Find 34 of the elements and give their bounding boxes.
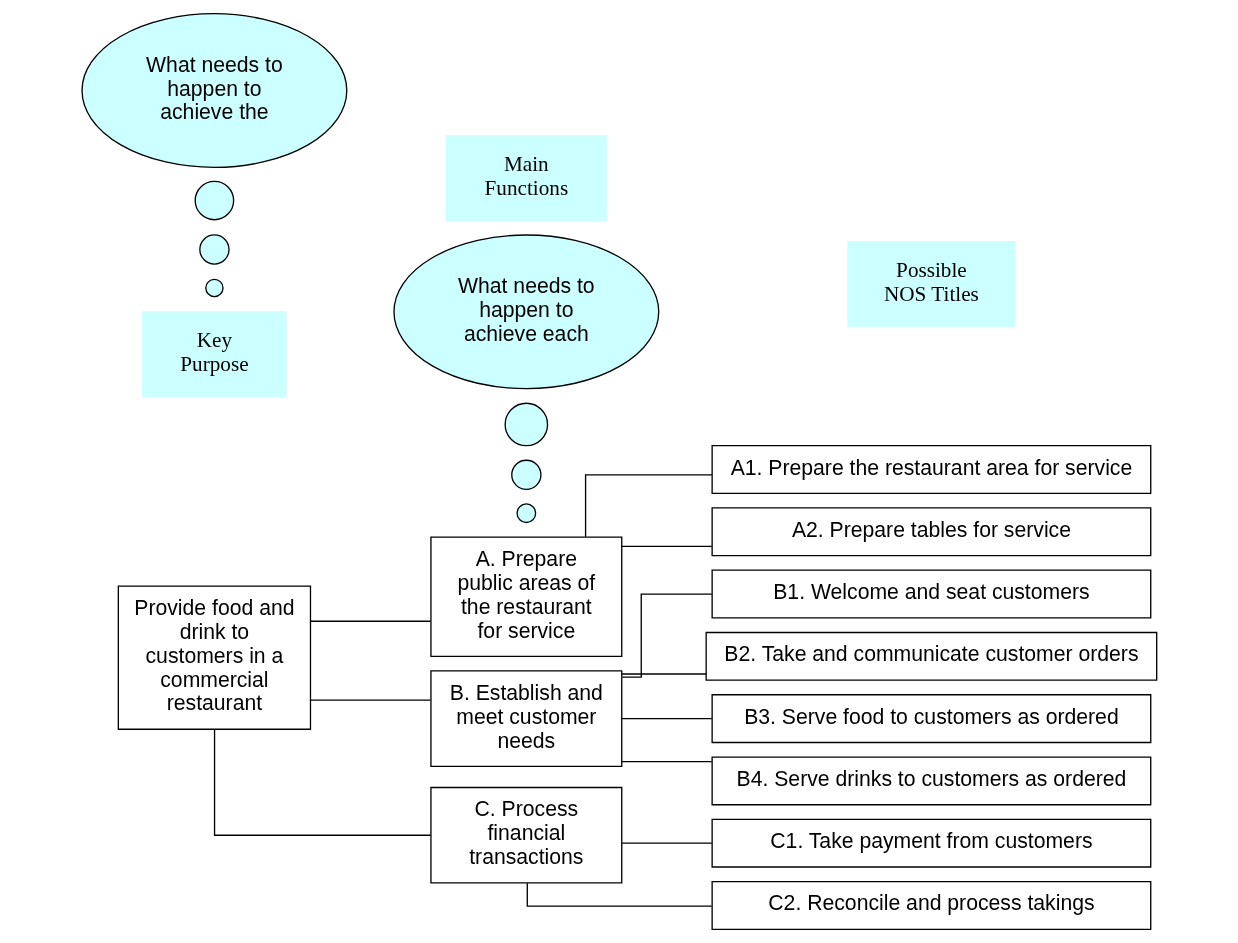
node-box: A2. Prepare tables for service bbox=[710, 507, 1151, 557]
node-box: Possible NOS Titles bbox=[846, 240, 1016, 328]
connector bbox=[620, 673, 707, 675]
node-box: B2. Take and communicate customer orders bbox=[705, 631, 1157, 681]
node-box: C2. Reconcile and process takings bbox=[710, 880, 1151, 930]
node-box: Main Functions bbox=[445, 134, 607, 222]
connector bbox=[621, 593, 712, 678]
connector bbox=[526, 882, 712, 907]
connector bbox=[213, 728, 431, 836]
node-ellipse: What needs to happen to achieve the bbox=[80, 13, 347, 168]
connector bbox=[309, 699, 431, 701]
node-circle bbox=[204, 278, 224, 298]
node-box: C. Process financial transactions bbox=[429, 786, 622, 884]
node-box: B3. Serve food to customers as ordered bbox=[710, 694, 1151, 744]
connector bbox=[620, 717, 712, 720]
connector bbox=[620, 545, 712, 547]
node-box: Key Purpose bbox=[141, 311, 287, 398]
node-box: B4. Serve drinks to customers as ordered bbox=[710, 756, 1151, 806]
node-circle bbox=[515, 503, 536, 524]
node-box: A. Prepare public areas of the restaurant for service bbox=[429, 536, 622, 657]
node-box: Provide food and drink to customers in a commercial restaurant bbox=[117, 585, 311, 730]
node-circle bbox=[504, 402, 548, 447]
connector bbox=[620, 842, 712, 844]
node-box: B. Establish and meet customer needs bbox=[429, 670, 622, 767]
connector bbox=[584, 474, 713, 538]
connector bbox=[620, 761, 712, 763]
node-circle bbox=[198, 234, 230, 265]
node-box: A1. Prepare the restaurant area for service bbox=[710, 445, 1151, 494]
connector bbox=[309, 620, 431, 622]
node-box: C1. Take payment from customers bbox=[710, 818, 1151, 868]
node-box: B1. Welcome and seat customers bbox=[710, 569, 1151, 619]
node-ellipse: What needs to happen to achieve each bbox=[392, 234, 659, 390]
node-circle bbox=[510, 459, 542, 491]
node-circle bbox=[194, 180, 234, 221]
